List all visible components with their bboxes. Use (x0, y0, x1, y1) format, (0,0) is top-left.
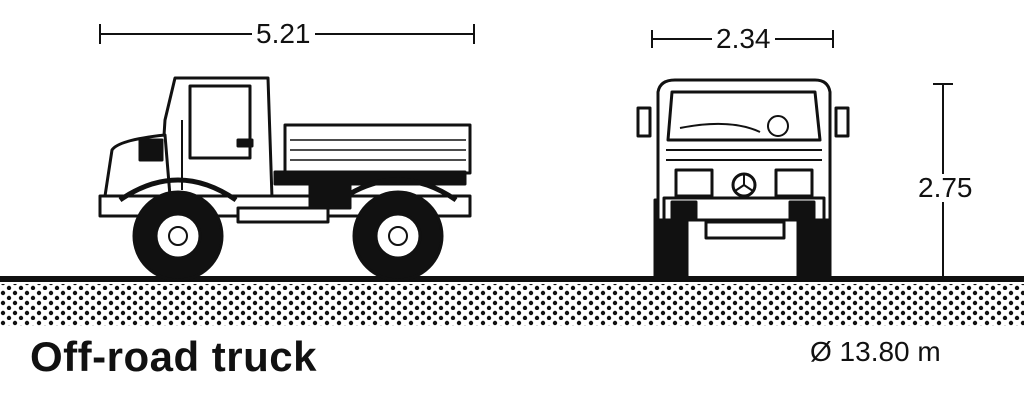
height-dimension-label: 2.75 (914, 174, 977, 202)
vehicle-caption: Off-road truck (30, 333, 318, 380)
truck-side-view (98, 76, 472, 282)
gravel-ground (0, 284, 1024, 326)
ground-line (0, 276, 1024, 282)
turning-circle-label: Ø 13.80 m (810, 336, 941, 367)
length-dimension-label: 5.21 (252, 20, 315, 48)
width-dimension-label: 2.34 (712, 25, 775, 53)
truck-front-view (636, 78, 850, 280)
